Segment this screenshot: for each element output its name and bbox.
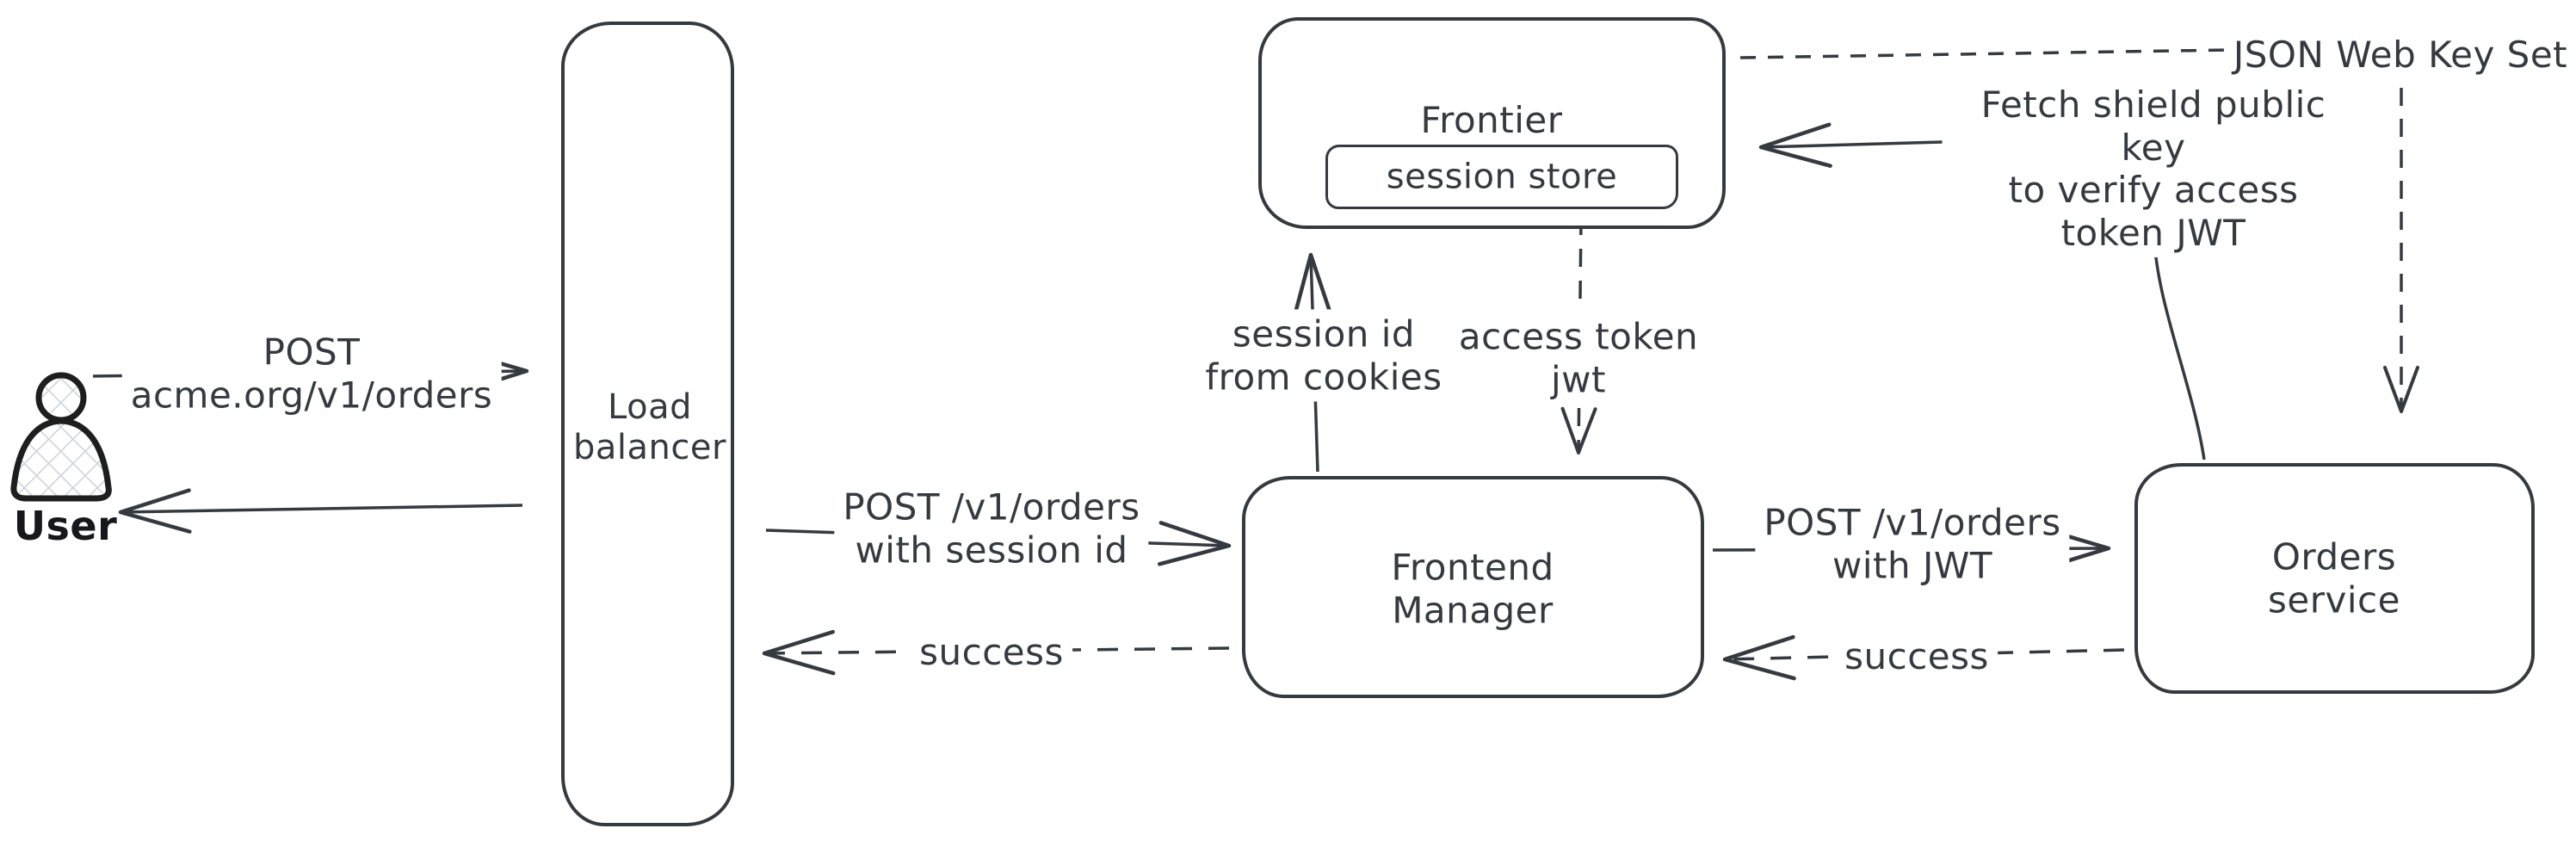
edge-frontier-to-jwks: [1739, 48, 2232, 59]
node-load-balancer: [561, 22, 734, 826]
edge-label-post-acme: POST acme.org/v1/orders: [121, 327, 502, 420]
edge-label-session-id-cookies: session id from cookies: [1196, 309, 1451, 402]
user-label: User: [13, 502, 118, 549]
jwks-label: JSON Web Key Set: [2233, 34, 2568, 77]
edge-orders-to-frontier-curve: [2153, 235, 2206, 461]
edge-lb-to-user: [118, 488, 523, 534]
edge-label-post-jwt: POST /v1/orders with JWT: [1755, 498, 2070, 590]
edge-label-success-left: success: [911, 628, 1072, 677]
frontend-manager-label: Frontend Manager: [1391, 546, 1554, 631]
node-frontend-manager: [1242, 476, 1704, 698]
node-session-store: [1325, 145, 1678, 209]
edge-label-success-right: success: [1836, 632, 1998, 682]
edge-label-post-session-id: POST /v1/orders with session id: [834, 482, 1149, 575]
orders-service-label: Orders service: [2268, 535, 2400, 621]
user-icon: [10, 372, 112, 502]
frontier-label: Frontier: [1420, 99, 1563, 142]
edge-orders-to-frontier-arrow: [1758, 122, 1974, 168]
edge-label-fetch-key: Fetch shield public key to verify access…: [1942, 79, 2365, 258]
edge-label-access-token-jwt: access token jwt: [1449, 312, 1708, 405]
edge-frontier-to-fm: [1560, 216, 1597, 454]
load-balancer-label: Load balancer: [573, 386, 726, 467]
session-store-label: session store: [1386, 157, 1618, 197]
node-orders-service: [2134, 463, 2535, 694]
